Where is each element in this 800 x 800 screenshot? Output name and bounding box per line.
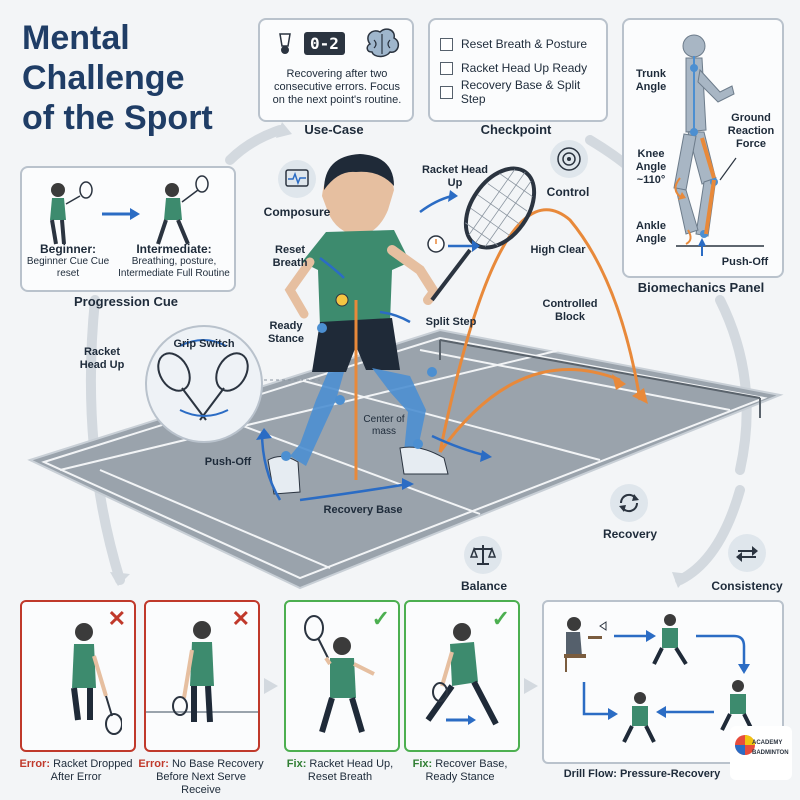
score-display: 0-2	[304, 32, 345, 55]
recovery-base-label: Recovery Base	[323, 504, 403, 516]
error-panel-1: ✕	[20, 600, 136, 752]
checkpoint-card: Reset Breath & Posture Racket Head Up Re…	[428, 18, 608, 122]
check-mark-icon: ✓	[371, 606, 390, 631]
consistency-icon	[728, 534, 766, 572]
push-off-field-label: Push-Off	[204, 456, 252, 468]
logo-line-2: BADMINTON	[752, 750, 789, 756]
title-line-3: of the Sport	[22, 99, 213, 137]
trunk-angle-label: Trunk Angle	[635, 68, 667, 93]
progression-figures	[50, 175, 209, 245]
high-clear-trajectory	[438, 208, 642, 453]
lunging-player-figure	[425, 623, 499, 726]
ready-player-figure	[304, 615, 375, 733]
use-case-caption: Use-Case	[304, 122, 364, 137]
push-off-label: Push-Off	[721, 256, 769, 268]
biomechanics-caption: Biomechanics Panel	[637, 280, 765, 295]
ground-reaction-label: Ground Reaction Force	[727, 112, 775, 150]
consistency-label: Consistency	[711, 579, 783, 593]
ready-stance-label: Ready Stance	[267, 320, 305, 345]
court-lines	[41, 336, 768, 580]
logo-line-1: ACADEMY	[752, 740, 783, 746]
grip-rackets-icon	[157, 352, 249, 421]
checkpoint-item-label: Racket Head Up Ready	[461, 61, 588, 75]
racket-head-up-label: Racket Head Up	[421, 164, 489, 189]
checkpoint-item[interactable]: Racket Head Up Ready	[440, 56, 606, 80]
checkpoint-caption: Checkpoint	[480, 122, 552, 137]
error-panel-2: ✕	[144, 600, 260, 752]
knee-angle-label: Knee Angle ~110°	[635, 148, 667, 186]
controlled-block-trajectory	[438, 368, 621, 453]
error-caption-1: Error: Racket Dropped After Error	[14, 758, 138, 784]
x-mark-icon: ✕	[107, 606, 126, 631]
checkpoint-item-label: Recovery Base & Split Step	[460, 78, 581, 106]
player-figure	[267, 154, 449, 495]
checkpoint-item[interactable]: Recovery Base & Split Step	[440, 78, 606, 106]
grip-switch-title: Grip Switch	[173, 338, 235, 350]
fix-caption-1: Fix: Racket Head Up, Reset Breath	[278, 758, 402, 784]
balance-label: Balance	[460, 579, 508, 593]
fix-caption-2: Fix: Recover Base, Ready Stance	[398, 758, 522, 784]
caption-prefix: Error:	[138, 758, 169, 770]
checkpoint-item[interactable]: Reset Breath & Posture	[440, 32, 606, 56]
caption-text: Racket Head Up, Reset Breath	[307, 758, 394, 783]
biomechanics-card: Trunk Angle Ground Reaction Force Knee A…	[622, 18, 784, 278]
shuttlecock-icon	[279, 33, 291, 54]
ankle-angle-label: Ankle Angle	[635, 220, 667, 245]
drill-flow-caption: Drill Flow: Pressure-Recovery	[563, 768, 721, 780]
beginner-block: Beginner: Beginner Cue Cue reset	[26, 242, 110, 280]
caption-text: No Base Recovery Before Next Serve Recei…	[156, 758, 264, 796]
center-of-mass-label: Center of mass	[363, 414, 405, 437]
caption-text: Recover Base, Ready Stance	[425, 758, 508, 783]
academy-logo: ACADEMY BADMINTON	[730, 726, 792, 780]
controlled-block-label: Controlled Block	[542, 298, 598, 323]
intermediate-text: Breathing, posture, Intermediate Full Ro…	[118, 256, 230, 279]
page-title: Mental Challenge of the Sport	[22, 18, 252, 138]
recovery-icon	[610, 484, 648, 522]
academy-logo-mark	[735, 735, 755, 755]
balance-scale-icon	[464, 536, 502, 574]
use-case-card: 0-2 Recovering after two consecutive err…	[258, 18, 414, 122]
composure-label: Composure	[263, 205, 331, 219]
composure-icon	[278, 160, 316, 198]
progression-card: Beginner: Beginner Cue Cue reset Interme…	[20, 166, 236, 292]
drill-flow-diagram	[564, 614, 754, 743]
reset-breath-label: Reset Breath	[272, 244, 308, 269]
caption-prefix: Error:	[19, 758, 50, 770]
checkbox-icon[interactable]	[440, 85, 453, 99]
upright-player-figure	[146, 621, 258, 723]
caption-prefix: Fix:	[286, 758, 307, 770]
brain-icon	[366, 28, 400, 58]
title-line-2: Challenge	[22, 59, 185, 97]
split-step-label: Split Step	[425, 316, 477, 328]
slumped-player-figure	[71, 623, 122, 735]
control-label: Control	[546, 185, 590, 199]
checkbox-icon[interactable]	[440, 37, 453, 51]
beginner-text: Beginner Cue Cue reset	[26, 256, 110, 279]
checkbox-icon[interactable]	[440, 61, 453, 75]
check-mark-icon: ✓	[491, 606, 510, 631]
checkpoint-item-label: Reset Breath & Posture	[461, 37, 588, 51]
target-icon	[550, 140, 588, 178]
beginner-title: Beginner:	[39, 242, 96, 256]
biomechanics-figure	[673, 34, 764, 256]
intermediate-block: Intermediate: Breathing, posture, Interm…	[116, 242, 232, 280]
grip-side-label: Racket Head Up	[79, 346, 125, 371]
recovery-label: Recovery	[602, 527, 658, 541]
high-clear-label: High Clear	[530, 244, 586, 256]
progression-caption: Progression Cue	[73, 294, 179, 309]
caption-prefix: Fix:	[412, 758, 433, 770]
intermediate-title: Intermediate:	[136, 242, 212, 256]
fix-panel-1: ✓	[284, 600, 400, 752]
use-case-text: Recovering after two consecutive errors.…	[272, 68, 402, 106]
x-mark-icon: ✕	[231, 606, 250, 631]
caption-text: Racket Dropped After Error	[50, 758, 133, 783]
title-line-1: Mental	[22, 19, 130, 57]
error-caption-2: Error: No Base Recovery Before Next Serv…	[138, 758, 264, 797]
fix-panel-2: ✓	[404, 600, 520, 752]
